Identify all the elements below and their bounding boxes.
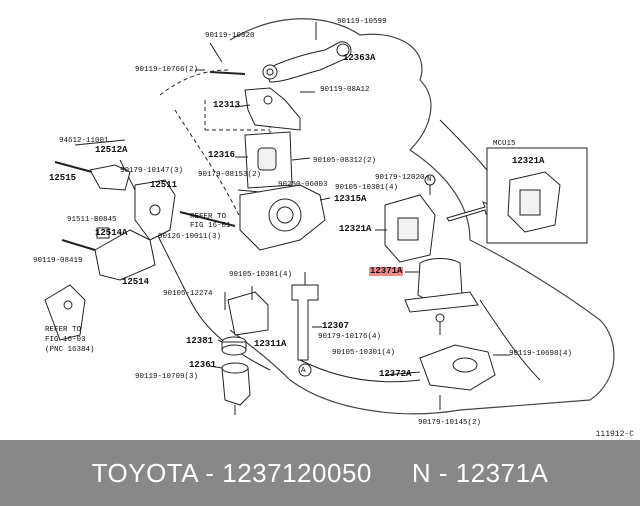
refer-label: REFER TO: [190, 213, 227, 221]
footer-ref-number: N - 12371A: [411, 457, 549, 488]
part-label: 90105-08312(2): [313, 157, 377, 165]
parts-diagram: 90119-10599 90119-10820 12363A 90119-107…: [33, 18, 634, 439]
mcu15-label: MCU15: [493, 140, 516, 148]
part-label: 90105-10301(4): [332, 349, 396, 357]
refer-label: (PNC 16384): [45, 346, 95, 354]
part-label: 90179-10176(4): [318, 333, 382, 341]
bracket-12313: [244, 87, 301, 131]
part-label: 90119-10698(4): [509, 350, 573, 358]
part-label: 12372A: [379, 369, 412, 379]
part-label: 12321A: [512, 156, 545, 166]
part-label: 90119-08A12: [320, 86, 370, 94]
part-label: 12514: [122, 277, 150, 287]
part-label: 12315A: [334, 194, 367, 204]
torque-rod-12363A: [264, 41, 352, 83]
part-label: 90105-10381(4): [335, 184, 399, 192]
part-label: 90126-10011(3): [158, 233, 222, 241]
bracket-fig16-03: [44, 284, 86, 341]
part-label: 12381: [186, 336, 214, 346]
part-label: 12515: [49, 173, 77, 183]
part-label: 12363A: [343, 53, 376, 63]
figure-id: 111912-C: [595, 430, 634, 439]
engine-outline: [229, 18, 615, 415]
bracket-12311A: [227, 291, 269, 336]
part-label: 90105-10381(4): [229, 271, 293, 279]
part-label: 90179-12020: [375, 174, 425, 182]
marker-label: A: [301, 367, 306, 375]
parts-drawing: [44, 18, 615, 415]
refer-label: FIG 16-03: [45, 336, 86, 344]
part-label: 12514A: [95, 228, 128, 238]
part-label: 90105-12274: [163, 290, 213, 298]
part-label: 90119-10599: [337, 18, 387, 26]
footer-bar: TOYOTA - 1237120050 N - 12371A: [0, 440, 640, 506]
part-label: 12361: [189, 360, 217, 370]
footer-part-number: TOYOTA - 1237120050: [91, 457, 372, 488]
marker-label: N: [427, 176, 432, 184]
part-label: 12321A: [339, 224, 372, 234]
bracket-12512A: [89, 164, 131, 191]
part-label: 90119-08419: [33, 257, 83, 265]
part-label: 90179-10147(3): [120, 167, 184, 175]
part-label: 90119-10820: [205, 32, 255, 40]
refer-label: REFER TO: [45, 326, 82, 334]
bracket-12514: [94, 229, 156, 281]
part-label: 94612-11001: [59, 137, 109, 145]
mount-12361: [221, 367, 251, 406]
part-label: 12512A: [95, 145, 128, 155]
damper-12307: [291, 284, 319, 361]
part-label: 12511: [150, 180, 178, 190]
part-label: 90119-10709(3): [135, 373, 199, 381]
part-label: 12313: [213, 100, 241, 110]
bracket-12511: [134, 179, 176, 241]
part-label: 12307: [322, 321, 350, 331]
part-label: 90179-10145(2): [418, 419, 482, 427]
part-label: 90179-08153(2): [198, 171, 262, 179]
part-label: 12316: [208, 150, 236, 160]
highlighted-part-label: 12371A: [369, 266, 404, 276]
refer-label: FIG 16-01: [190, 222, 231, 230]
part-label: 90250-06003: [278, 181, 328, 189]
part-label: 91511-B0845: [67, 216, 117, 224]
part-label: 90119-10766(2): [135, 66, 199, 74]
part-label: 12311A: [254, 339, 287, 349]
